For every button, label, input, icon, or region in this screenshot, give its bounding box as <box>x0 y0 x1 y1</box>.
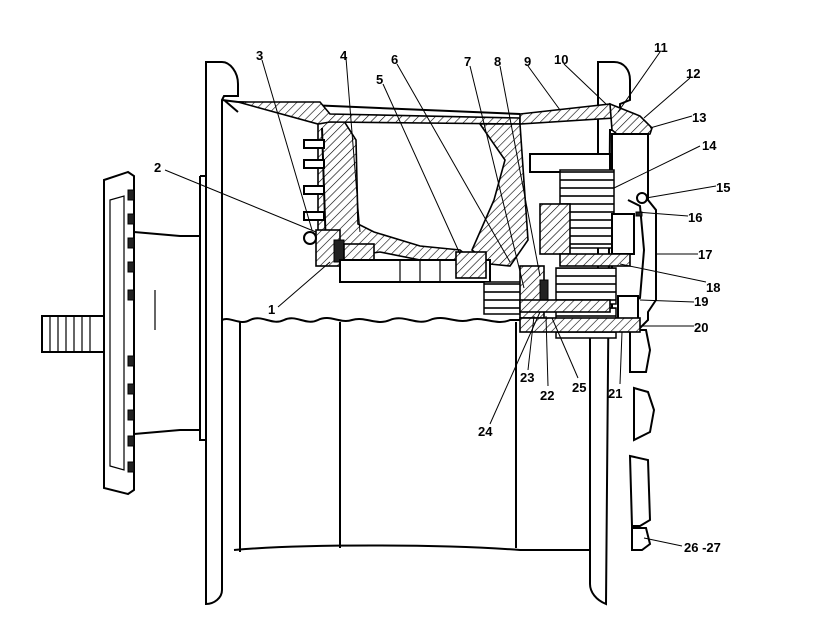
hydraulic-motor <box>41 170 200 496</box>
callout-7: 7 <box>464 54 471 69</box>
input-shaft-spline <box>41 315 105 353</box>
callout-26-27: 26 -27 <box>684 540 721 555</box>
callout-10: 10 <box>554 52 568 67</box>
motor-flange-bolts <box>127 189 135 473</box>
callout-19: 19 <box>694 294 708 309</box>
callout-17: 17 <box>698 247 712 262</box>
callout-9: 9 <box>524 54 531 69</box>
carrier-bolts <box>303 139 325 221</box>
callout-24: 24 <box>478 424 493 439</box>
callout-18: 18 <box>706 280 720 295</box>
callout-25: 25 <box>572 380 586 395</box>
callout-16: 16 <box>688 210 702 225</box>
callout-4: 4 <box>340 48 348 63</box>
callout-21: 21 <box>608 386 622 401</box>
callout-12: 12 <box>686 66 700 81</box>
center-shaft <box>339 251 491 283</box>
callout-13: 13 <box>692 110 706 125</box>
callout-14: 14 <box>702 138 717 153</box>
left-drum-flange <box>199 61 521 606</box>
callout-20: 20 <box>694 320 708 335</box>
callout-15: 15 <box>716 180 730 195</box>
callout-1: 1 <box>268 302 275 317</box>
callout-leaders <box>164 51 717 547</box>
callout-22: 22 <box>540 388 554 403</box>
callout-labels: 1 2 3 4 5 6 7 8 9 10 11 12 13 14 15 16 1… <box>154 40 730 555</box>
callout-5: 5 <box>376 72 383 87</box>
callout-3: 3 <box>256 48 263 63</box>
motor-flange <box>103 170 135 496</box>
callout-11: 11 <box>654 40 668 55</box>
callout-8: 8 <box>494 54 501 69</box>
callout-6: 6 <box>391 52 398 67</box>
callout-23: 23 <box>520 370 534 385</box>
drum-barrel <box>221 317 600 552</box>
planetary-gears <box>519 153 641 339</box>
callout-2: 2 <box>154 160 161 175</box>
planetary-end-cover <box>611 133 657 551</box>
